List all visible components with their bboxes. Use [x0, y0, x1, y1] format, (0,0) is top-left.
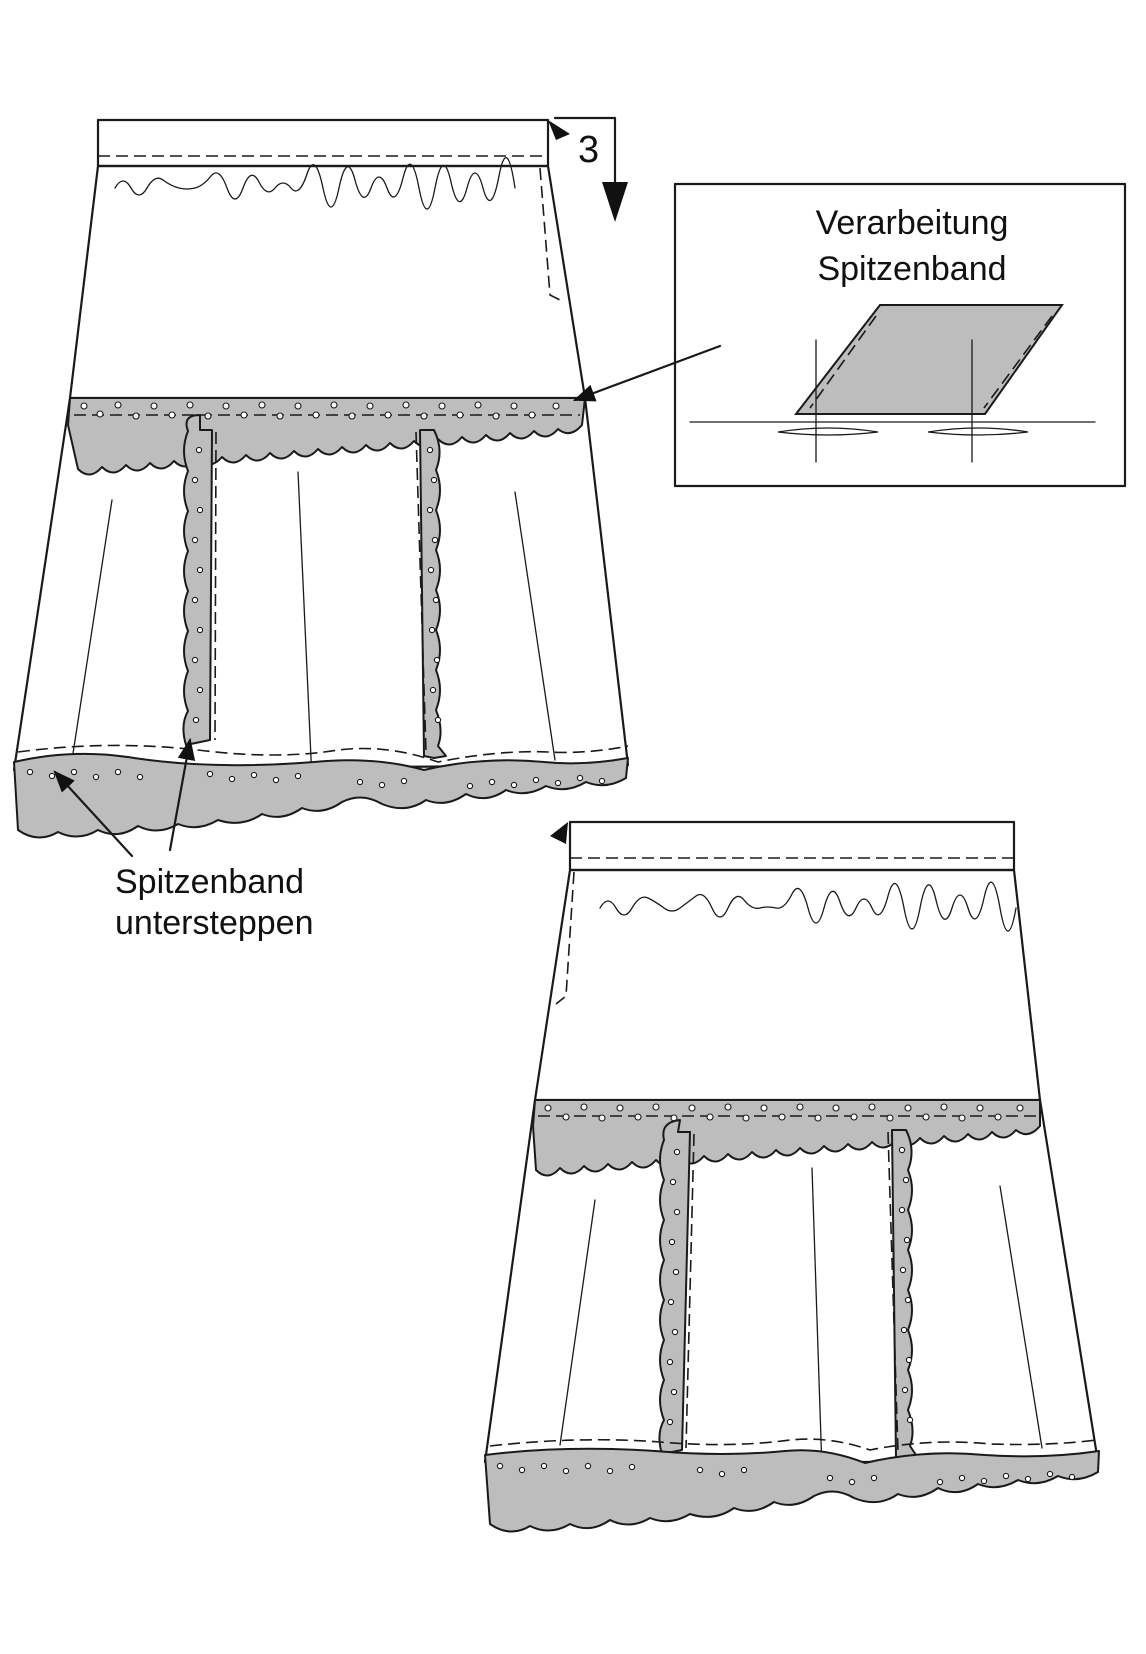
detail-title-line1: Verarbeitung: [816, 204, 1009, 242]
skirt-finished: [483, 820, 1100, 1533]
callout-line2: untersteppen: [115, 904, 314, 942]
lace-holes-hem-finished: [496, 1462, 1076, 1486]
lace-strip-vertical-left-finished: [658, 1119, 691, 1455]
lace-holes-horizontal-finished: [544, 1103, 1024, 1122]
lace-band-hem: [13, 752, 629, 839]
detail-title-line2: Spitzenband: [817, 250, 1006, 288]
gathering-stitches: [114, 156, 516, 210]
lace-holes-vertical-right-finished: [898, 1146, 914, 1424]
skirt-yoke-finished: [533, 868, 1042, 1102]
lace-strip-vertical-right: [419, 429, 447, 759]
lace-band-horizontal-finished: [532, 1099, 1041, 1177]
callout-lace-understitch: Spitzenband untersteppen: [53, 737, 314, 942]
lace-holes-vertical-left: [191, 446, 204, 724]
detail-box: Verarbeitung Spitzenband: [673, 182, 1127, 488]
waist-marker-finished: [550, 822, 568, 844]
lace-holes-vertical-left-finished: [666, 1148, 681, 1426]
skirt-yoke: [68, 164, 587, 400]
gathering-stitches-finished: [599, 881, 1017, 932]
detail-pointer-arrow: [572, 344, 722, 402]
lace-strip-vertical-right-finished: [891, 1129, 919, 1461]
lace-band-horizontal: [67, 397, 586, 476]
waistband: [96, 118, 550, 168]
skirt-step-3: 3: [12, 116, 630, 839]
lace-strip-vertical-left: [182, 414, 213, 746]
callout-line1: Spitzenband: [115, 863, 304, 901]
waistband-finished: [568, 820, 1016, 872]
lace-holes-horizontal: [80, 401, 560, 420]
lace-holes-vertical-right: [426, 446, 442, 724]
lace-band-hem-finished: [484, 1447, 1100, 1533]
detail-lace-piece: [793, 304, 1064, 415]
step-marker: 3: [548, 116, 628, 222]
lace-holes-hem: [26, 768, 606, 790]
step-number: 3: [578, 129, 599, 171]
